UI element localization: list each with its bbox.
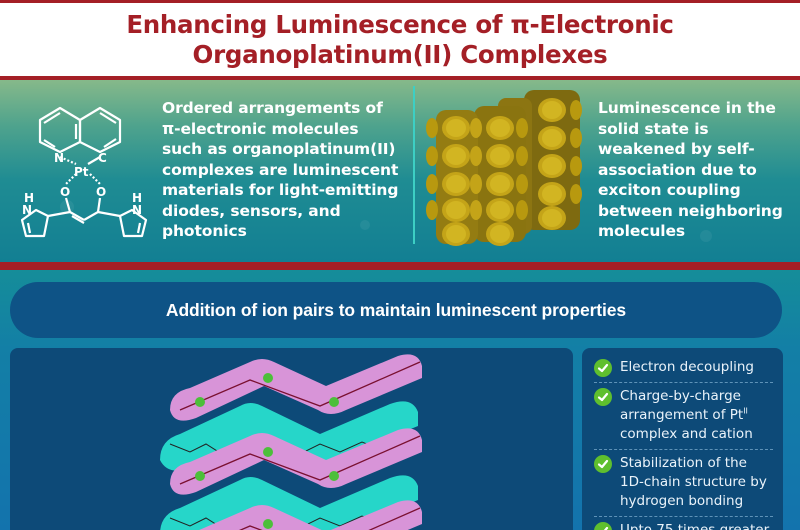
title-band: Enhancing Luminescence of π-Electronic O… [0,0,800,80]
oxidation-state-superscript: II [743,406,748,416]
ion-pair-chain-illustration [160,354,422,530]
check-circle-icon [594,522,612,530]
benefit-item: Stabilization of the 1D-chain structure … [594,450,773,517]
atom-label-o-left: O [60,185,70,199]
intro-right-text: Luminescence in the solid state is weake… [598,99,783,240]
check-circle-icon [594,388,612,406]
benefit-item: Electron decoupling [594,354,773,383]
atom-label-h-left: H [24,191,34,205]
benefit-text-part: complex and cation [620,426,753,442]
ion-pairs-heading: Addition of ion pairs to maintain lumine… [165,299,627,320]
benefits-list: Electron decoupling Charge-by-charge arr… [582,348,783,530]
check-circle-icon [594,455,612,473]
bokeh-dot [700,230,712,242]
atom-label-h-right: H [132,191,142,205]
ion-pair-chain-panel [10,348,573,530]
intro-section: N C Pt O O H N H N Ordered arrangements … [0,80,800,262]
atom-label-c: C [98,151,107,165]
aggregated-molecules-illustration [426,90,582,246]
benefit-item: Charge-by-charge arrangement of PtII com… [594,383,773,450]
bokeh-dot [360,220,370,230]
benefit-text: Stabilization of the 1D-chain structure … [620,455,767,509]
benefits-panel: Electron decoupling Charge-by-charge arr… [582,348,783,530]
benefit-text: Upto 75 times greater [620,522,770,530]
benefit-text-part: Charge-by-charge arrangement of Pt [620,388,744,423]
atom-label-pt: Pt [74,165,89,179]
atom-label-n-left: N [22,203,32,217]
chain-layer [160,354,422,471]
check-circle-icon [594,359,612,377]
organoplatinum-molecule-diagram: N C Pt O O H N H N [20,106,148,238]
atom-label-n: N [54,151,64,165]
title-line-2: Organoplatinum(II) Complexes [192,39,608,69]
benefit-item: Upto 75 times greater [594,517,773,530]
atom-label-o-right: O [96,185,106,199]
ion-pairs-section: Addition of ion pairs to maintain lumine… [0,270,800,530]
title-line-1: Enhancing Luminescence of π-Electronic [126,9,674,39]
section-separator-stripe [0,262,800,270]
section-divider [413,86,415,244]
intro-left-text: Ordered arrangements of π-electronic mol… [162,99,399,240]
benefit-text: Electron decoupling [620,359,754,375]
atom-label-n-right: N [132,203,142,217]
ion-pairs-heading-banner: Addition of ion pairs to maintain lumine… [10,282,782,338]
benefit-text: Charge-by-charge arrangement of PtII com… [620,387,773,444]
